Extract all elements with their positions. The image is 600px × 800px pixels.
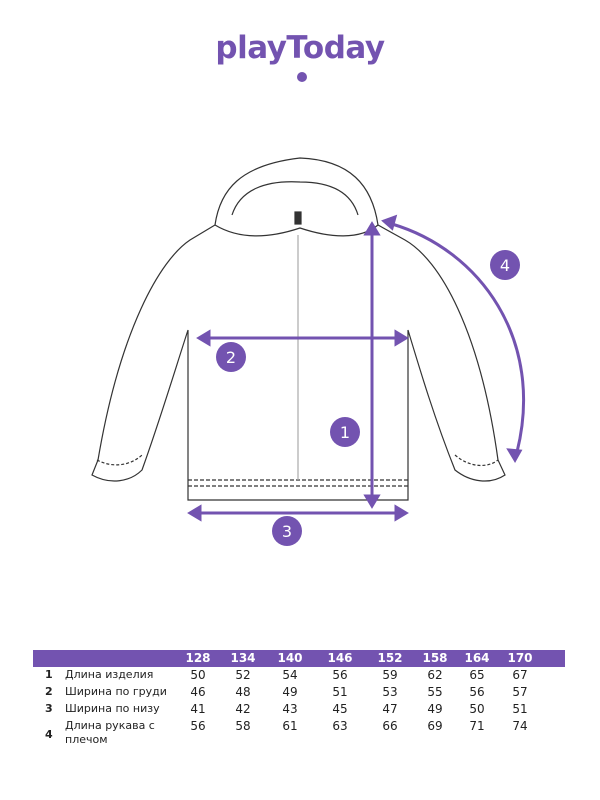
size-header-cell: 164: [464, 651, 490, 665]
table-cell: 51: [332, 685, 348, 699]
table-cell: 71: [469, 719, 485, 733]
logo-dot: [297, 72, 307, 82]
svg-text:1: 1: [340, 423, 350, 442]
table-cell: 49: [427, 702, 443, 716]
table-cell: 67: [512, 668, 528, 682]
svg-text:3: 3: [282, 522, 292, 541]
table-cell: 50: [190, 668, 206, 682]
row-label: Длина изделия: [65, 668, 154, 681]
table-cell: 53: [382, 685, 398, 699]
table-cell: 55: [427, 685, 443, 699]
marker-3: 3: [272, 516, 302, 546]
row-number: 4: [45, 728, 53, 741]
table-cell: 61: [282, 719, 298, 733]
size-header-row: 128 134 140 146 152 158 164 170: [33, 650, 565, 667]
table-cell: 45: [332, 702, 348, 716]
svg-text:4: 4: [500, 256, 510, 275]
table-cell: 66: [382, 719, 398, 733]
table-cell: 65: [469, 668, 485, 682]
table-cell: 50: [469, 702, 485, 716]
table-cell: 56: [190, 719, 206, 733]
marker-1: 1: [330, 417, 360, 447]
table-cell: 57: [512, 685, 528, 699]
table-cell: 49: [282, 685, 298, 699]
size-header-cell: 128: [185, 651, 211, 665]
size-table: 128 134 140 146 152 158 164 170 1 Длина изделия 5…: [33, 650, 565, 750]
size-header-cell: 170: [507, 651, 533, 665]
table-row: 4 Длина рукава с плечом 56 58 61 63 66 69 71 74: [33, 718, 565, 750]
size-header-cell: 152: [377, 651, 403, 665]
table-cell: 63: [332, 719, 348, 733]
size-header-cell: 140: [277, 651, 303, 665]
measurement-arrows: [187, 214, 526, 522]
row-label: Ширина по груди: [65, 685, 167, 698]
table-row: 2 Ширина по груди 46 48 49 51 53 55 56 57: [33, 684, 565, 701]
jacket-outline: [91, 157, 506, 501]
table-cell: 54: [282, 668, 298, 682]
marker-2: 2: [216, 342, 246, 372]
table-cell: 52: [235, 668, 251, 682]
row-label: Ширина по низу: [65, 702, 160, 715]
table-cell: 56: [332, 668, 348, 682]
row-label: Длина рукава с плечом: [65, 719, 155, 746]
brand-logo: playToday: [215, 30, 385, 66]
size-header-cell: 134: [230, 651, 256, 665]
table-cell: 47: [382, 702, 398, 716]
table-row: 1 Длина изделия 50 52 54 56 59 62 65 67: [33, 667, 565, 684]
table-cell: 58: [235, 719, 251, 733]
row-number: 3: [45, 702, 53, 715]
marker-4: 4: [490, 250, 520, 280]
table-cell: 62: [427, 668, 443, 682]
table-cell: 46: [190, 685, 206, 699]
table-cell: 74: [512, 719, 528, 733]
table-cell: 41: [190, 702, 206, 716]
table-cell: 69: [427, 719, 443, 733]
jacket-diagram: 4 2 1 3: [91, 157, 526, 546]
table-row: 3 Ширина по низу 41 42 43 45 47 49 50 51: [33, 701, 565, 718]
size-header-cell: 146: [327, 651, 353, 665]
table-cell: 43: [282, 702, 298, 716]
svg-text:2: 2: [226, 348, 236, 367]
size-header-cell: 158: [422, 651, 448, 665]
table-cell: 48: [235, 685, 251, 699]
row-number: 1: [45, 668, 53, 681]
table-cell: 59: [382, 668, 398, 682]
table-cell: 56: [469, 685, 485, 699]
table-cell: 51: [512, 702, 528, 716]
row-number: 2: [45, 685, 53, 698]
table-cell: 42: [235, 702, 251, 716]
